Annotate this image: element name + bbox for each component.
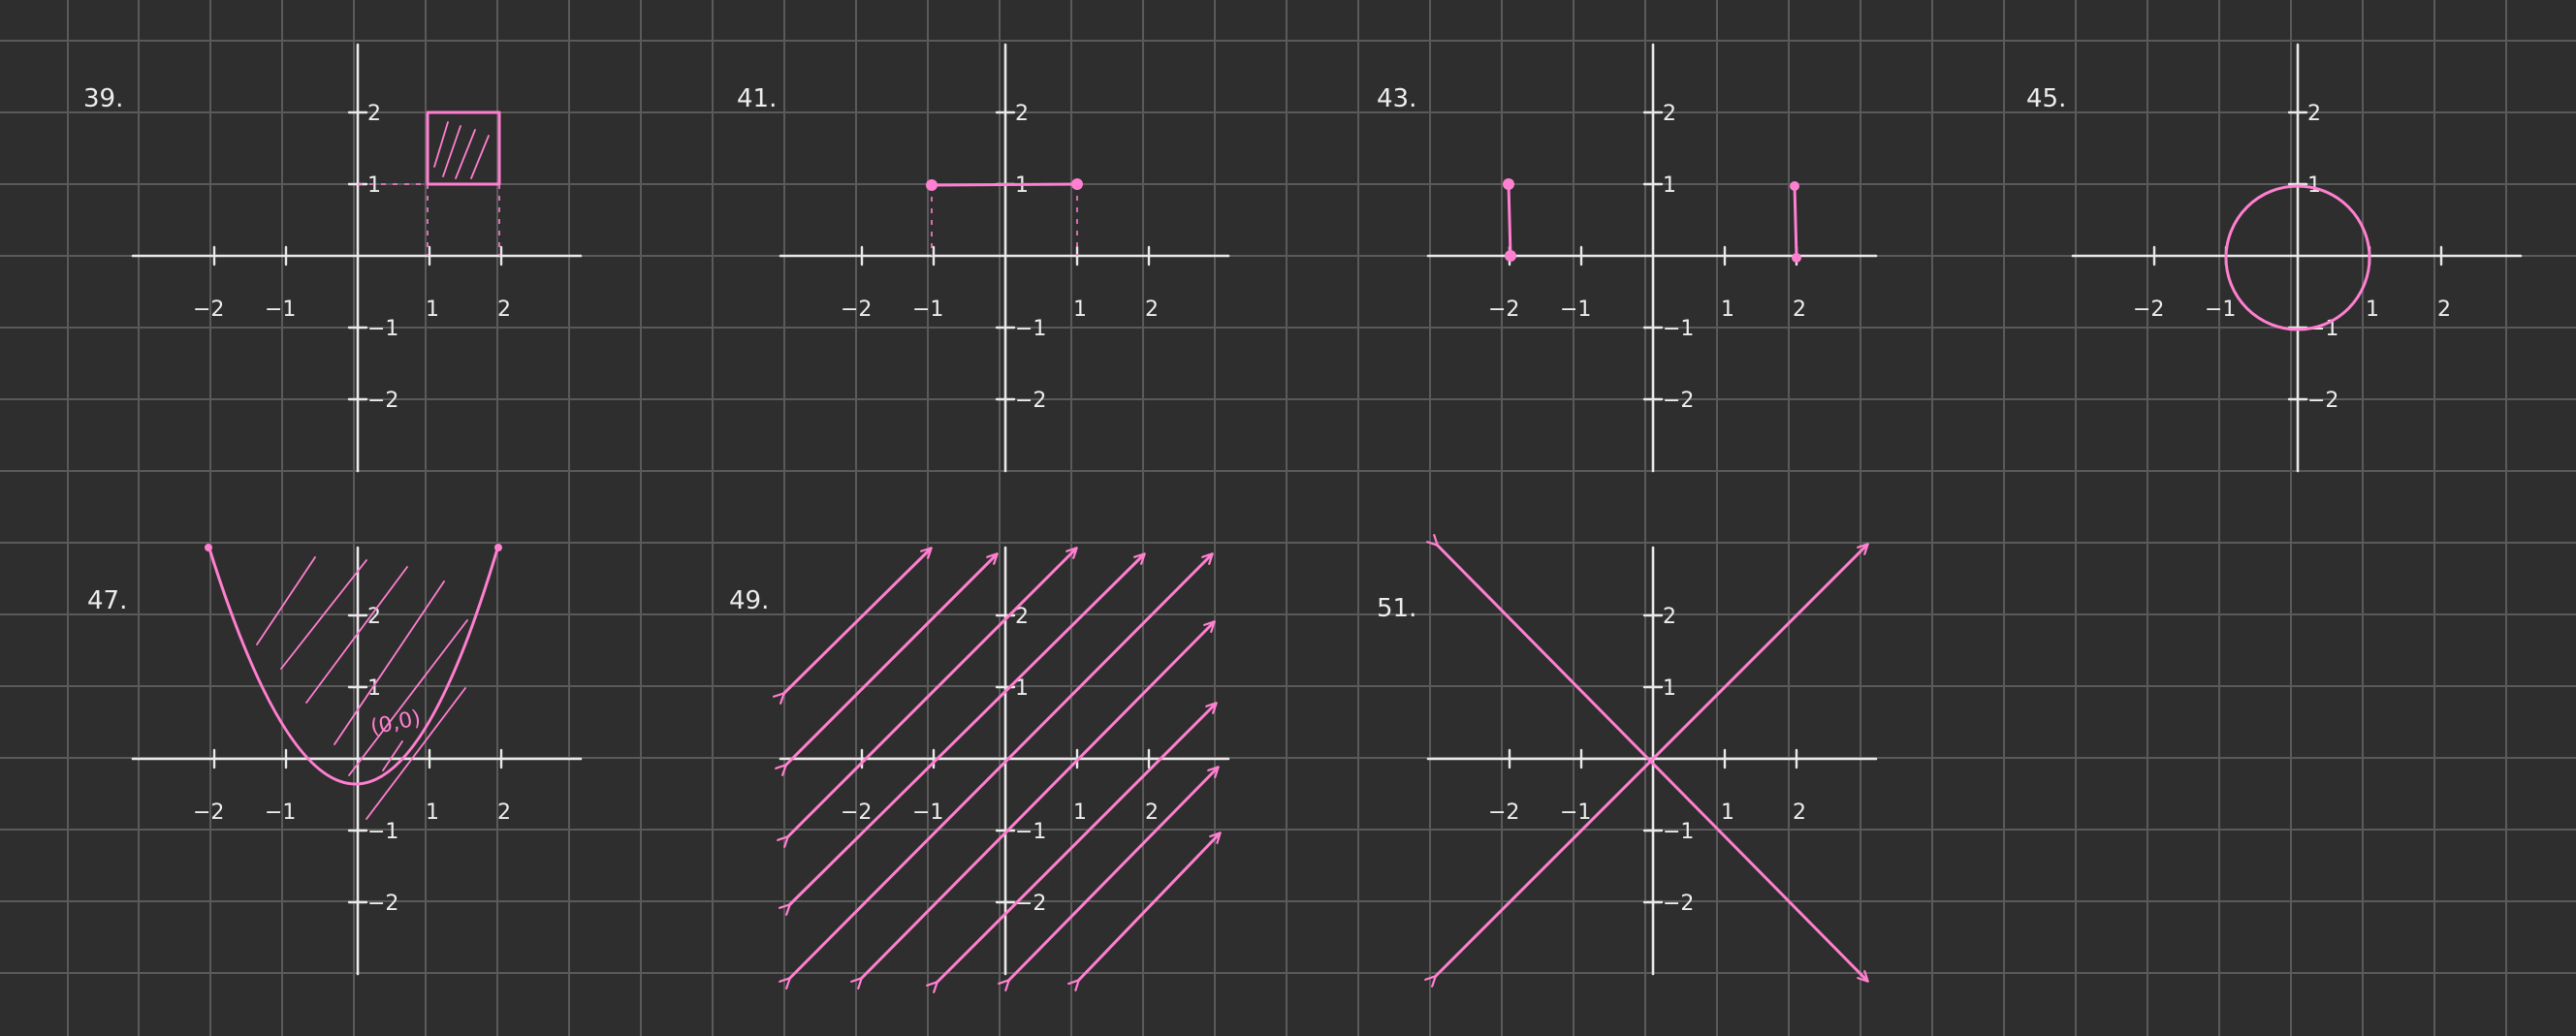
y-tick-label: −1	[1663, 820, 1694, 844]
x-tick-label: 2	[497, 298, 511, 322]
x-tick-label: −1	[912, 801, 943, 825]
x-tick-label: −2	[841, 298, 872, 322]
problem-number: 47.	[87, 586, 127, 615]
x-tick-label: −2	[193, 298, 224, 322]
x-tick-label: 1	[426, 801, 439, 825]
x-tick-label: −1	[265, 801, 296, 825]
y-tick-label: 2	[1663, 605, 1676, 629]
coordinate-axes: −2 −1 1 2 2 1 −1 −2	[131, 43, 583, 473]
problem-number: 41.	[737, 84, 777, 113]
problem-number: 43.	[1377, 84, 1416, 113]
x-tick-label: −2	[2133, 298, 2164, 322]
x-tick-label: 1	[1073, 801, 1087, 825]
y-tick-label: 1	[1663, 676, 1676, 701]
x-tick-label: −2	[841, 801, 872, 825]
y-tick-label: −2	[367, 892, 398, 916]
x-tick-label: −2	[1488, 801, 1519, 825]
problem-51: 51. −2 −1 1 2 2 1 −1 −2	[1377, 545, 1878, 981]
x-tick-label: −1	[912, 298, 943, 322]
vertical-segments	[1503, 178, 1801, 263]
horizontal-segment	[926, 178, 1083, 256]
x-tick-label: −1	[1560, 801, 1591, 825]
problem-number: 39.	[83, 84, 123, 113]
problem-43: 43. −2 −1 1 2 2 1 −1 −2	[1377, 43, 1878, 473]
shaded-square-region	[358, 110, 501, 256]
y-tick-label: −1	[367, 820, 398, 844]
y-tick-label: 1	[367, 676, 381, 701]
y-tick-label: 2	[1663, 102, 1676, 126]
x-tick-label: −1	[2205, 298, 2236, 322]
y-tick-label: −2	[1663, 389, 1694, 413]
x-tick-label: 1	[426, 298, 439, 322]
y-tick-label: 1	[367, 173, 381, 198]
x-tick-label: 2	[497, 801, 511, 825]
y-tick-label: 2	[2307, 102, 2321, 126]
x-tick-label: 1	[1721, 801, 1734, 825]
y-tick-label: 2	[367, 102, 381, 126]
x-tick-label: −1	[265, 298, 296, 322]
y-tick-label: −1	[1015, 820, 1046, 844]
y-tick-label: −2	[1015, 389, 1046, 413]
parallel-lines-family	[783, 549, 1220, 983]
y-tick-label: −2	[1663, 892, 1694, 916]
y-tick-label: 2	[367, 605, 381, 629]
y-tick-label: −1	[1663, 317, 1694, 341]
y-tick-label: 2	[1015, 102, 1029, 126]
y-tick-label: −2	[1015, 892, 1046, 916]
problem-number: 45.	[2026, 84, 2066, 113]
x-tick-label: 2	[1145, 801, 1159, 825]
test-point-label: (0,0)	[368, 706, 423, 740]
problem-47: 47. −2 −1 1 2 2 1 −1 −2 (0,0)	[87, 544, 583, 976]
x-tick-label: 2	[1793, 298, 1806, 322]
x-tick-label: 2	[1145, 298, 1159, 322]
problem-39: 39. −2 −1 1 2 2 1 −1 −2	[83, 43, 583, 473]
crossing-lines	[1435, 545, 1867, 981]
x-tick-label: 1	[1721, 298, 1734, 322]
x-tick-label: −2	[193, 801, 224, 825]
y-tick-label: 1	[2307, 173, 2321, 198]
x-tick-label: −1	[1560, 298, 1591, 322]
x-tick-label: 1	[2366, 298, 2379, 322]
x-tick-label: 2	[2437, 298, 2451, 322]
unit-circle	[2224, 184, 2371, 331]
y-tick-label: −1	[1015, 317, 1046, 341]
x-tick-label: 2	[1793, 801, 1806, 825]
y-tick-label: −2	[2307, 389, 2338, 413]
coordinate-axes: −2 −1 1 2 2 1 −1 −2	[1426, 43, 1878, 473]
x-tick-label: 1	[1073, 298, 1087, 322]
x-tick-label: −2	[1488, 298, 1519, 322]
problem-number: 51.	[1377, 594, 1416, 623]
y-tick-label: 1	[1663, 173, 1676, 198]
coordinate-axes: −2 −1 1 2 2 1 −1 −2	[131, 546, 583, 976]
problem-number: 49.	[729, 586, 769, 615]
y-tick-label: −1	[367, 317, 398, 341]
y-tick-label: −2	[367, 389, 398, 413]
